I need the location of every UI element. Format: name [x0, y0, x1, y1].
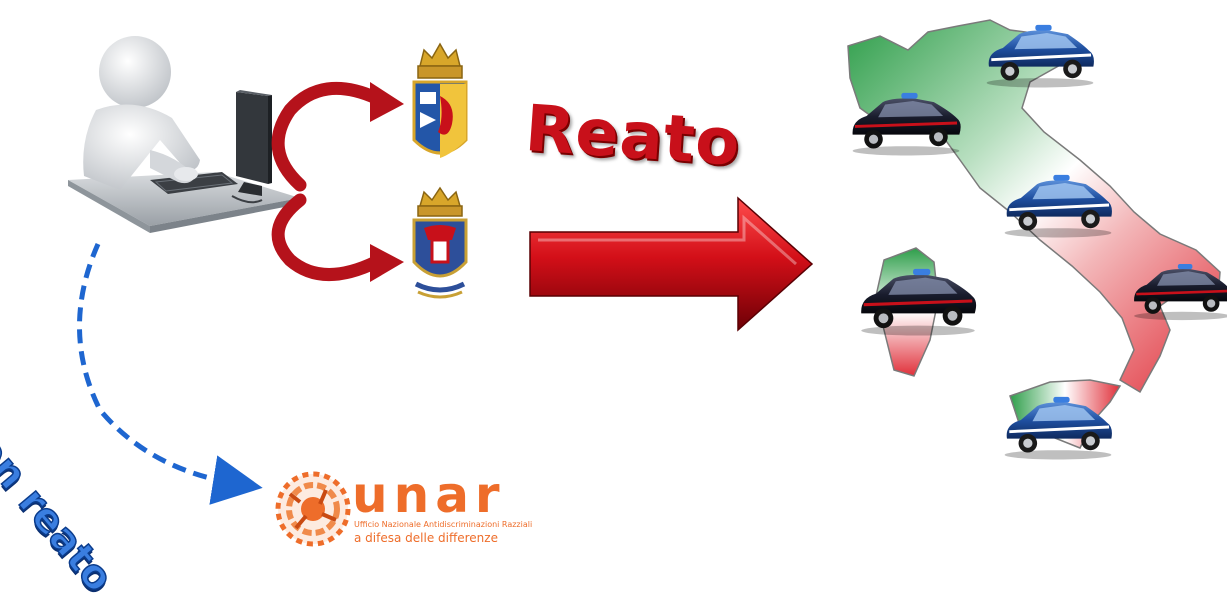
- person-at-computer-icon: [68, 36, 300, 233]
- diagram-canvas: [68, 19, 1227, 547]
- unar-subtitle-line2: a difesa delle differenze: [354, 531, 498, 545]
- unar-wordmark: unar: [352, 466, 506, 524]
- unar-logo-icon: [275, 471, 351, 547]
- polizia-di-stato-crest-icon: [412, 42, 468, 158]
- unar-subtitle-line1: Ufficio Nazionale Antidiscriminazioni Ra…: [354, 520, 533, 529]
- crime-big-arrow: [529, 196, 814, 332]
- non-crime-arrow: [77, 242, 263, 505]
- carabinieri-crest-icon: [412, 186, 468, 299]
- crime-report-arrows: [271, 81, 404, 282]
- crime-label: Reato: [522, 92, 743, 181]
